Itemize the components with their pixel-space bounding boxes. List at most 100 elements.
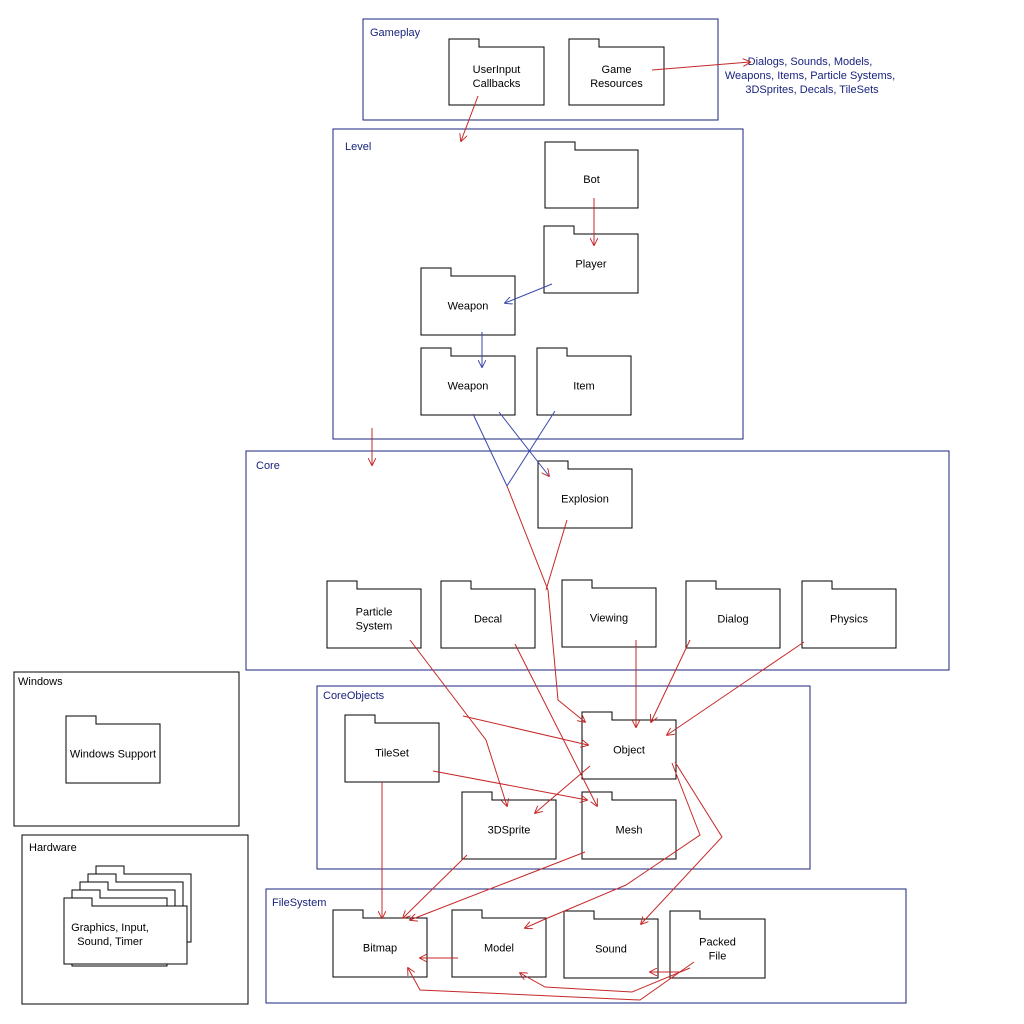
package-folder-shape xyxy=(581,791,677,860)
package-folder-shape xyxy=(801,580,897,649)
package-folder-shape xyxy=(543,225,639,294)
package-decal: Decal xyxy=(440,580,536,649)
package-sound: Sound xyxy=(563,910,659,979)
arrow-object-to-model xyxy=(525,762,701,928)
arrow-tileset-to-object xyxy=(462,715,588,745)
package-viewing: Viewing xyxy=(561,579,657,648)
package-label: Decal xyxy=(474,614,502,626)
package-label: Weapon xyxy=(448,381,489,393)
group-level-label: Level xyxy=(345,141,371,153)
package-bot: Bot xyxy=(544,141,639,209)
group-hardware-label: Hardware xyxy=(29,842,77,854)
arrow-decal-to-mesh xyxy=(514,643,597,806)
arrow-player-to-weapon xyxy=(505,283,553,303)
package-folder-shape xyxy=(326,580,422,649)
package-label: Weapon xyxy=(448,301,489,313)
package-dialog: Dialog xyxy=(685,580,781,649)
arrow-explosion-to-object xyxy=(545,519,568,591)
hardware-package-stack: Graphics, Input, Sound, Timer xyxy=(63,865,192,967)
package-label: Mesh xyxy=(616,825,643,837)
group-gameplay: Gameplay xyxy=(362,18,719,121)
package-tileset: TileSet xyxy=(344,714,440,783)
package-sprite3d: 3DSprite xyxy=(461,791,557,860)
arrow-gameresources-to-note xyxy=(651,62,750,71)
package-label: TileSet xyxy=(375,748,409,760)
hardware-package-line2: Sound, Timer xyxy=(77,936,143,948)
package-label: Player xyxy=(575,259,607,271)
package-object: Object xyxy=(581,711,677,780)
line-item-down xyxy=(506,410,556,487)
arrow-physics-to-object xyxy=(667,641,805,735)
package-label: Packed xyxy=(699,937,736,949)
package-label: Explosion xyxy=(561,494,609,506)
package-folder-shape xyxy=(448,38,545,106)
package-folder-shape xyxy=(669,910,766,979)
arrow-packedfile-to-bitmap xyxy=(408,961,695,1001)
package-label: Particle xyxy=(356,607,393,619)
package-label: Item xyxy=(573,381,594,393)
package-folder-shape xyxy=(440,580,536,649)
package-label: Model xyxy=(484,943,514,955)
group-gameplay-label: Gameplay xyxy=(370,27,421,39)
package-label: System xyxy=(356,621,393,633)
package-folder-shape xyxy=(568,38,665,106)
arrow-tileset-to-mesh xyxy=(432,770,587,800)
hardware-package-line1: Graphics, Input, xyxy=(71,922,149,934)
package-mesh: Mesh xyxy=(581,791,677,860)
dependency-arrows xyxy=(372,62,805,1001)
package-folder-shape xyxy=(65,715,161,784)
package-label: Callbacks xyxy=(473,78,521,90)
package-label: Viewing xyxy=(590,613,628,625)
package-folder-shape xyxy=(563,910,659,979)
group-filesystem-label: FileSystem xyxy=(272,897,326,909)
arrow-3dsprite-to-bitmap xyxy=(403,854,468,918)
line-weapon-down xyxy=(472,413,508,487)
package-folder-shape xyxy=(332,909,428,978)
arrow-weapon-to-explosion xyxy=(498,411,549,476)
package-item: Item xyxy=(536,347,632,416)
arrow-object-to-sound xyxy=(641,761,723,924)
group-windows: Windows xyxy=(13,671,240,827)
package-label: Windows Support xyxy=(70,749,156,761)
package-folder-shape xyxy=(536,347,632,416)
arrow-object-to-3dsprite xyxy=(535,765,591,813)
group-level: Level xyxy=(332,128,744,440)
package-explosion: Explosion xyxy=(537,460,633,529)
group-core-label: Core xyxy=(256,460,280,472)
package-folder-shape xyxy=(581,711,677,780)
package-folder-shape xyxy=(544,141,639,209)
package-label: 3DSprite xyxy=(488,825,531,837)
group-hardware: Hardware xyxy=(21,834,249,1005)
package-label: Physics xyxy=(830,614,868,626)
package-physics: Physics xyxy=(801,580,897,649)
group-coreobjects-label: CoreObjects xyxy=(323,690,385,702)
group-core: Core xyxy=(245,450,950,671)
package-label: UserInput xyxy=(473,64,521,76)
package-weapon-a: Weapon xyxy=(420,267,516,336)
arrow-packedfile-to-model xyxy=(520,967,691,993)
package-model: Model xyxy=(451,909,547,978)
group-filesystem: FileSystem xyxy=(265,888,907,1004)
group-windows-label: Windows xyxy=(18,676,63,688)
resource-note: Dialogs, Sounds, Models, Weapons, Items,… xyxy=(725,56,895,96)
package-label: Object xyxy=(613,745,645,757)
package-label: Bot xyxy=(583,174,600,186)
package-label: File xyxy=(709,951,727,963)
package-folder-shape xyxy=(451,909,547,978)
arrow-weapon-to-object xyxy=(506,485,585,722)
package-label: Bitmap xyxy=(363,943,397,955)
resource-note-line2: Weapons, Items, Particle Systems, xyxy=(725,70,895,82)
package-label: Game xyxy=(602,64,632,76)
package-windowssupport: Windows Support xyxy=(65,715,161,784)
package-bitmap: Bitmap xyxy=(332,909,428,978)
package-folder-shape xyxy=(561,579,657,648)
package-folder-shape xyxy=(420,347,516,416)
package-folder-shape xyxy=(344,714,440,783)
package-folder-shape xyxy=(537,460,633,529)
